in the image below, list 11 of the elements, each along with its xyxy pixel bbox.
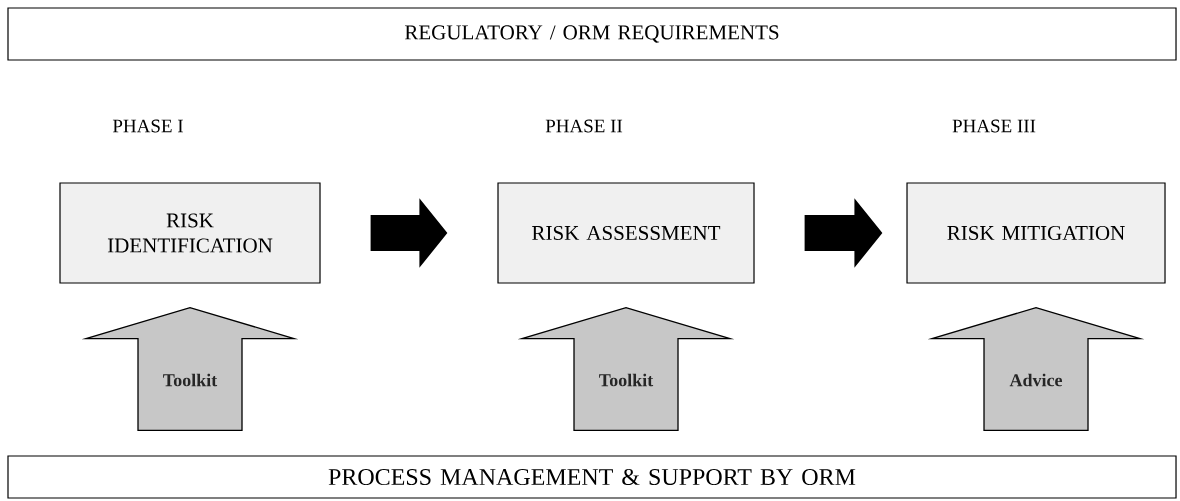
phase-label: PHASE I <box>112 119 183 133</box>
phase-label: PHASE II <box>545 119 623 133</box>
phase-label: PHASE III <box>952 119 1036 133</box>
block-arrow <box>81 306 299 432</box>
process-box: RISK IDENTIFICATION <box>59 182 321 284</box>
banner-box: REGULATORY / ORM REQUIREMENTS <box>7 7 1177 61</box>
block-arrow <box>927 306 1145 432</box>
process-box: RISK ASSESSMENT <box>497 182 755 284</box>
banner-box: PROCESS MANAGEMENT & SUPPORT BY ORM <box>7 455 1177 499</box>
process-box: RISK MITIGATION <box>906 182 1166 284</box>
block-arrow <box>517 306 735 432</box>
